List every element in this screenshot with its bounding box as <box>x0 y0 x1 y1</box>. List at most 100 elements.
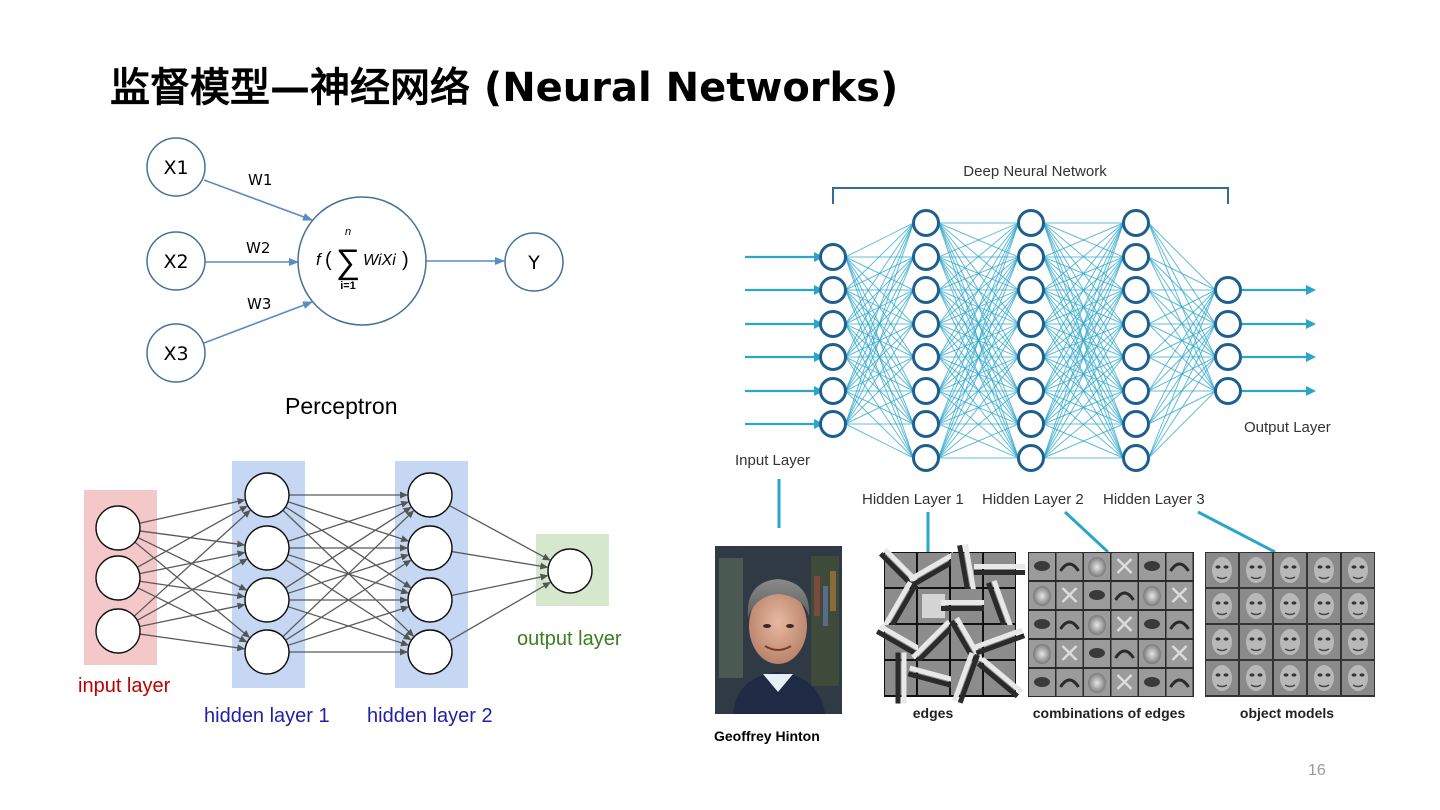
face-model <box>1274 589 1306 623</box>
face-model <box>1240 661 1272 695</box>
face-model <box>1308 553 1340 587</box>
combination-filter <box>1084 553 1110 580</box>
deep-edge <box>845 222 914 325</box>
deep-edge <box>938 323 1019 459</box>
edge-filter <box>918 589 949 623</box>
deep-edge <box>1043 323 1124 459</box>
deep-edge <box>1043 390 1124 459</box>
face-model <box>1342 625 1374 659</box>
formula-f: f <box>316 250 323 269</box>
deep-edge <box>1043 222 1124 425</box>
deep-edge <box>938 222 1019 325</box>
combination-filter <box>1166 669 1193 696</box>
deep-edge <box>845 323 914 425</box>
deep-edge <box>1043 423 1124 459</box>
deep-output-arrowhead <box>1306 285 1316 295</box>
deep-edge <box>845 289 914 425</box>
deep-neuron <box>819 243 847 271</box>
deep-edge <box>1043 222 1124 291</box>
y-label: Y <box>527 252 540 274</box>
face-model <box>1240 625 1272 659</box>
combination-filter <box>1029 611 1055 638</box>
edges-label: edges <box>913 705 954 721</box>
edges-thumbnail <box>875 543 1026 704</box>
simple-edge <box>282 510 415 638</box>
deep-neuron <box>1017 343 1045 371</box>
deep-edge <box>938 222 1019 459</box>
combination-filter <box>1111 640 1138 667</box>
deep-neuron <box>1122 209 1150 237</box>
deep-edge <box>1043 222 1124 392</box>
deep-neuron <box>912 209 940 237</box>
deep-edge <box>1148 289 1216 325</box>
combination-filter <box>1139 640 1165 667</box>
deep-hidden-3-label: Hidden Layer 3 <box>1103 491 1205 508</box>
deep-neuron <box>1017 377 1045 405</box>
simple-edge <box>451 550 549 570</box>
simple-edge <box>287 500 410 542</box>
edge-filter <box>976 657 1023 699</box>
face-model <box>1206 625 1238 659</box>
combination-filter <box>1166 640 1193 667</box>
deep-edge <box>845 222 914 425</box>
simple-edge <box>136 505 248 568</box>
combination-filter <box>1111 553 1138 580</box>
deep-edge <box>1148 256 1216 291</box>
x3-label: X3 <box>163 343 188 365</box>
combinations-label: combinations of edges <box>1033 705 1186 721</box>
simple-neuron <box>407 525 453 571</box>
combination-filter <box>1056 640 1083 667</box>
face-model <box>1342 553 1374 587</box>
deep-neuron <box>1017 444 1045 472</box>
edge-filter <box>907 661 960 695</box>
deep-network-nodes <box>819 209 1242 472</box>
deep-edge <box>1148 323 1216 459</box>
deep-neuron <box>1017 209 1045 237</box>
deep-edge <box>1043 356 1124 459</box>
weight-w1: W1 <box>248 171 272 189</box>
geoffrey-hinton-photo <box>715 546 842 714</box>
perceptron-input-x3: X3 <box>146 323 206 383</box>
svg-text:): ) <box>402 249 409 271</box>
simple-neuron <box>407 472 453 518</box>
edge-filter <box>911 619 956 664</box>
deep-edge <box>938 356 1019 459</box>
object-models-thumbnail <box>1205 552 1375 697</box>
deep-edge <box>1043 222 1124 358</box>
face-model <box>1206 661 1238 695</box>
deep-edge <box>1148 289 1216 392</box>
simple-neuron <box>547 548 593 594</box>
simple-edge <box>287 605 410 646</box>
simple-neuron <box>407 629 453 675</box>
combination-filter <box>1029 669 1055 696</box>
deep-neuron <box>1214 377 1242 405</box>
combination-filter <box>1111 611 1138 638</box>
deep-edge <box>938 222 1019 258</box>
combination-filter <box>1056 582 1083 609</box>
face-model <box>1206 589 1238 623</box>
deep-edge <box>845 222 914 291</box>
deep-neuron <box>819 343 847 371</box>
combination-filter <box>1056 611 1083 638</box>
deep-network-diagram: Deep Neural Network Input Layer Hidden L… <box>735 163 1331 508</box>
deep-neuron <box>1017 310 1045 338</box>
page-number: 16 <box>1308 762 1326 779</box>
formula-sum-lower: i=1 <box>340 280 356 292</box>
deep-neuron <box>1122 444 1150 472</box>
face-model <box>1308 625 1340 659</box>
deep-edge <box>1043 222 1124 325</box>
svg-text:(: ( <box>325 249 332 271</box>
simple-neuron <box>407 577 453 623</box>
combination-filter <box>1029 582 1055 609</box>
perceptron-edges <box>203 179 505 344</box>
deep-neuron <box>912 444 940 472</box>
simple-network-diagram: input layer hidden layer 1 hidden layer … <box>78 461 622 727</box>
features-panel: edges combinations of edges object model… <box>715 479 1375 721</box>
deep-edge <box>1148 390 1216 459</box>
weight-w3: W3 <box>247 295 271 313</box>
deep-edge <box>845 222 914 392</box>
deep-edge <box>938 222 1019 291</box>
deep-output-arrowhead <box>1306 319 1316 329</box>
combination-filter <box>1056 553 1083 580</box>
deep-edge <box>1148 289 1216 459</box>
